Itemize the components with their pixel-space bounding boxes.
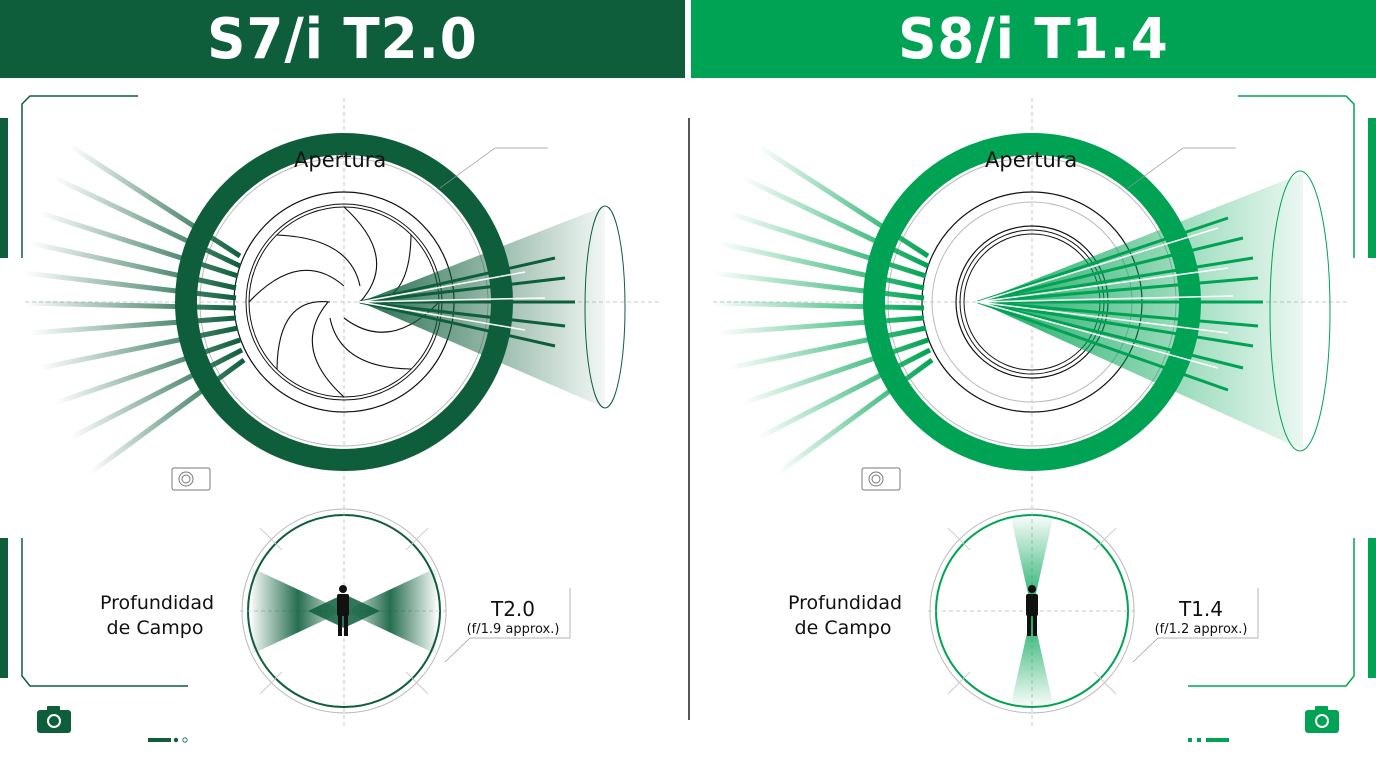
left-panel: Apertura Profundidad de Campo T2.0 (f/1.… <box>0 78 688 768</box>
left-edge-bar-bottom <box>0 538 8 678</box>
right-diagram <box>712 95 1376 742</box>
dof-wedge <box>1011 518 1053 704</box>
left-aperture-label: Apertura <box>294 148 387 172</box>
left-title: S7/i T2.0 <box>207 6 478 72</box>
right-depth-of-field-label: Profundidad de Campo <box>788 591 903 641</box>
right-edge-bar-bottom <box>1368 538 1376 678</box>
left-t-stop: T2.0 <box>490 597 536 621</box>
camera-filled-icon <box>37 706 71 733</box>
camera-outline-icon <box>861 467 901 491</box>
right-title: S8/i T1.4 <box>898 6 1169 72</box>
left-diagram <box>0 95 660 743</box>
incoming-rays <box>24 143 246 476</box>
left-edge-bar-top <box>0 118 8 258</box>
center-divider <box>688 118 690 720</box>
right-dof-line1: Profundidad <box>788 592 903 614</box>
right-f-equivalent: (f/1.2 approx.) <box>1154 622 1248 637</box>
light-cone <box>360 206 605 408</box>
left-depth-of-field-label: Profundidad de Campo <box>100 591 215 641</box>
right-panel: Apertura Profundidad de Campo T1.4 (f/1.… <box>688 78 1376 768</box>
camera-outline-icon <box>171 467 211 491</box>
left-header-bar: S7/i T2.0 <box>0 0 685 78</box>
left-dof-line2: de Campo <box>106 617 204 639</box>
right-aperture-label: Apertura <box>985 148 1078 172</box>
right-t-stop: T1.4 <box>1178 597 1224 621</box>
person-silhouette-icon <box>1026 585 1038 636</box>
right-edge-bar-top <box>1368 118 1376 258</box>
left-dof-line1: Profundidad <box>100 592 215 614</box>
camera-filled-icon <box>1305 706 1339 733</box>
person-silhouette-icon <box>337 585 349 636</box>
dof-wedge-left <box>252 568 344 654</box>
right-header-bar: S8/i T1.4 <box>691 0 1376 78</box>
dof-wedge-right <box>344 568 436 654</box>
incoming-rays <box>712 143 934 476</box>
left-f-equivalent: (f/1.9 approx.) <box>466 622 560 637</box>
right-dof-line2: de Campo <box>794 617 892 639</box>
